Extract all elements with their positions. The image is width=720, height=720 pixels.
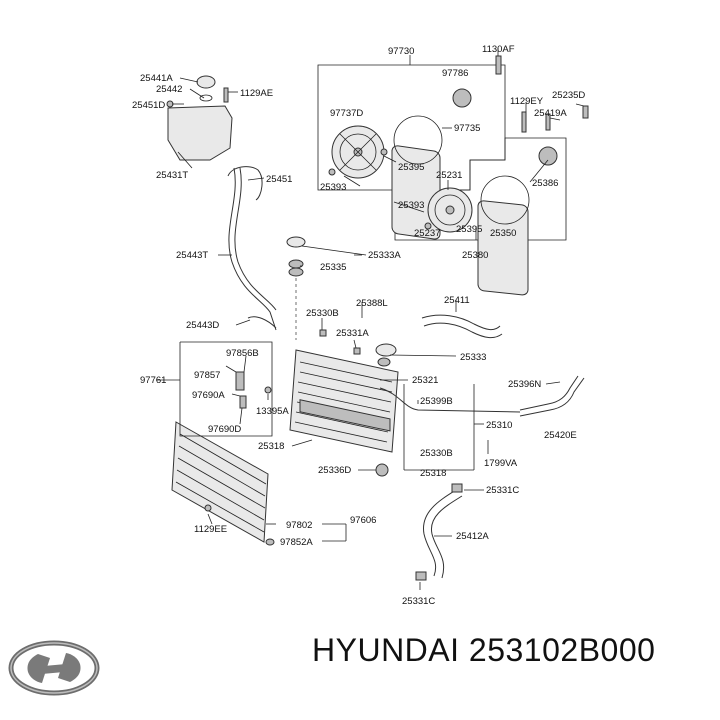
label-25231: 25231 [436, 170, 462, 181]
label-97857: 97857 [194, 370, 220, 381]
label-25411: 25411 [444, 295, 470, 306]
label-25235D: 25235D [552, 90, 585, 101]
label-25431T: 25431T [156, 170, 188, 181]
fan-blade-lower [427, 187, 473, 233]
label-25336D: 25336D [318, 465, 351, 476]
label-25310: 25310 [486, 420, 512, 431]
label-97852A: 97852A [280, 537, 313, 548]
label-25333A: 25333A [368, 250, 401, 261]
label-25420E: 25420E [544, 430, 577, 441]
label-25419A: 25419A [534, 108, 567, 119]
label-25331C-a: 25331C [486, 485, 519, 496]
label-1129AE: 1129AE [240, 88, 273, 99]
label-97690D: 97690D [208, 424, 241, 435]
label-25350: 25350 [490, 228, 516, 239]
label-25393-a: 25393 [320, 182, 346, 193]
label-25395-a: 25395 [398, 162, 424, 173]
pipe-25420E [519, 375, 579, 411]
label-25380: 25380 [462, 250, 488, 261]
condenser-brackets [204, 371, 275, 546]
brand-name: HYUNDAI [312, 632, 460, 668]
part-number: 253102B000 [468, 632, 656, 668]
label-13395A: 13395A [256, 406, 289, 417]
fan-group-box-lower [394, 137, 567, 241]
bolts-fan [328, 55, 589, 230]
label-25441A: 25441A [140, 73, 173, 84]
label-25443T: 25443T [176, 250, 208, 261]
label-97606: 97606 [350, 515, 376, 526]
label-25395-b: 25395 [456, 224, 482, 235]
label-97735: 97735 [454, 123, 480, 134]
radiator-cap [286, 236, 306, 277]
upper-hose-25411 [421, 314, 501, 331]
label-25451D: 25451D [132, 100, 165, 111]
label-25442: 25442 [156, 84, 182, 95]
label-25321: 25321 [412, 375, 438, 386]
label-25451: 25451 [266, 174, 292, 185]
label-25331A: 25331A [336, 328, 369, 339]
label-97856B: 97856B [226, 348, 259, 359]
label-25318-a: 25318 [258, 441, 284, 452]
part-title: HYUNDAI 253102B000 [312, 632, 655, 669]
part-labels: 97730 1130AF 25441A 25442 1129AE 25451D … [132, 44, 585, 607]
label-25443D: 25443D [186, 320, 219, 331]
label-97761: 97761 [140, 375, 166, 386]
label-25330B-b: 25330B [420, 448, 453, 459]
label-1129EY: 1129EY [510, 96, 544, 107]
label-25318-b: 25318 [420, 468, 446, 479]
label-97730: 97730 [388, 46, 414, 57]
lower-hose-25412A [423, 489, 457, 577]
label-1129EE: 1129EE [194, 524, 227, 535]
label-25335: 25335 [320, 262, 346, 273]
fan-blade-upper [331, 125, 385, 179]
label-25386: 25386 [532, 178, 558, 189]
label-25237: 25237 [414, 228, 440, 239]
overflow-hose-25443T [228, 167, 277, 331]
label-97786: 97786 [442, 68, 468, 79]
label-25388L: 25388L [356, 298, 388, 309]
hose-25451 [227, 166, 263, 201]
label-25396N: 25396N [508, 379, 541, 390]
condenser [171, 421, 269, 543]
label-1130AF: 1130AF [482, 44, 515, 55]
label-25333: 25333 [460, 352, 486, 363]
hose-25443D [247, 316, 277, 329]
leader-lines [156, 48, 585, 590]
label-1799VA: 1799VA [484, 458, 518, 469]
fan-shroud-lower [477, 146, 558, 296]
fan-shroud-upper [391, 88, 472, 240]
radiator [289, 349, 399, 477]
label-25399B: 25399B [420, 396, 453, 407]
hyundai-logo [8, 640, 100, 696]
label-97737D: 97737D [330, 108, 363, 119]
label-25393-b: 25393 [398, 200, 424, 211]
radiator-fittings [319, 329, 397, 367]
label-25331C-b: 25331C [402, 596, 435, 607]
label-97690A: 97690A [192, 390, 225, 401]
label-25412A: 25412A [456, 531, 489, 542]
label-25330B-a: 25330B [306, 308, 339, 319]
label-97802: 97802 [286, 520, 312, 531]
oil-cooler-hose [379, 387, 521, 413]
